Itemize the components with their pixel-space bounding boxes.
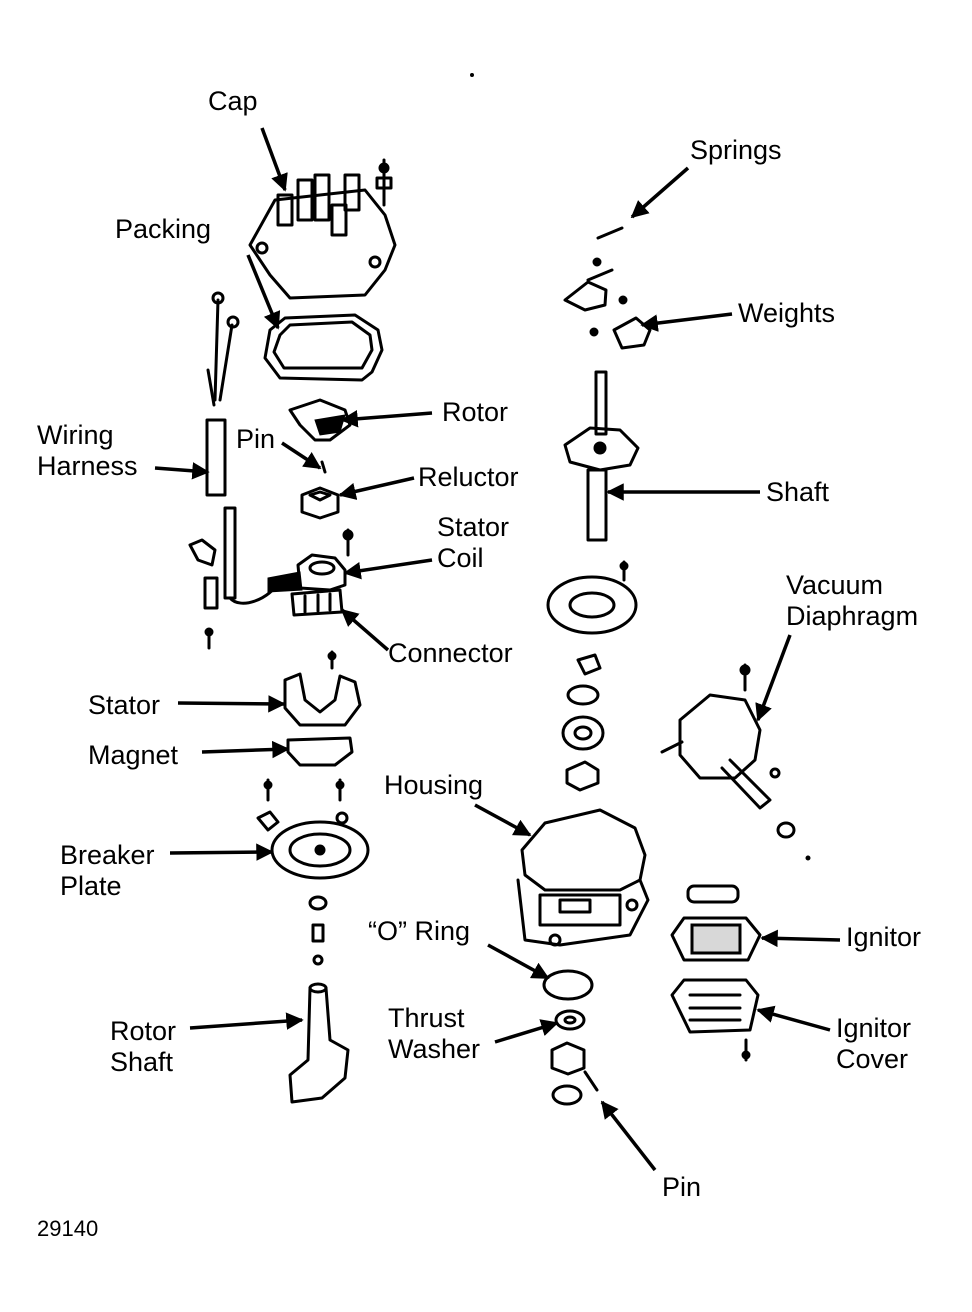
label-shaft: Shaft	[766, 477, 830, 507]
label-springs: Springs	[690, 135, 782, 165]
label-thrust-washer-line2: Washer	[388, 1034, 481, 1064]
label-rotor-shaft-line2: Shaft	[110, 1047, 174, 1077]
label-reluctor: Reluctor	[418, 462, 519, 492]
label-packing: Packing	[115, 214, 212, 244]
label-weights: Weights	[738, 298, 836, 328]
thrust-washer-part	[554, 1009, 586, 1031]
figure-number: 29140	[37, 1216, 99, 1241]
label-connector: Connector	[388, 638, 513, 668]
label-ignitor: Ignitor	[846, 922, 922, 952]
label-pin-top: Pin	[236, 424, 276, 454]
label-vacuum-diaphragm-line2: Diaphragm	[786, 601, 919, 631]
label-wiring-harness-line2: Harness	[37, 451, 138, 481]
o-ring-part	[542, 969, 594, 1001]
ignitor-cover-part	[670, 978, 760, 1062]
rotor-shaft-part	[288, 982, 350, 1104]
label-stator-coil-line1: Stator	[437, 512, 510, 542]
weights-part	[563, 257, 652, 350]
label-stator: Stator	[88, 690, 161, 720]
label-rotor: Rotor	[442, 397, 509, 427]
stator-part	[283, 650, 362, 727]
label-vacuum-diaphragm-line1: Vacuum	[786, 570, 884, 600]
label-wiring-harness-line1: Wiring	[37, 420, 114, 450]
label-thrust-washer-line1: Thrust	[388, 1003, 465, 1033]
label-rotor-shaft-line1: Rotor	[110, 1016, 177, 1046]
pin-bottom-part	[583, 1070, 599, 1092]
label-housing: Housing	[384, 770, 484, 800]
label-ignitor-cover-line2: Cover	[836, 1044, 909, 1074]
springs-part	[586, 226, 624, 282]
bearing-stack-part	[561, 653, 605, 792]
pin-top-part	[320, 460, 327, 474]
reluctor-part	[300, 486, 340, 520]
rotor-part	[288, 398, 352, 442]
vacuum-diaphragm-part	[660, 663, 796, 839]
stator-coil-part	[267, 528, 354, 593]
packing-part	[263, 313, 384, 382]
spacer-parts	[308, 895, 328, 966]
cam-plate-part	[546, 560, 638, 635]
housing-part	[516, 808, 650, 947]
ignitor-part	[670, 884, 762, 962]
shaft-part	[563, 370, 640, 542]
label-magnet: Magnet	[88, 740, 179, 770]
label-cap: Cap	[208, 86, 258, 116]
breaker-plate-part	[256, 778, 370, 880]
label-breaker-plate-line2: Plate	[60, 871, 122, 901]
label-stator-coil-line2: Coil	[437, 543, 484, 573]
callout-arrows	[154, 127, 841, 1172]
magnet-part	[286, 736, 354, 767]
label-pin-bottom: Pin	[662, 1172, 702, 1202]
coupling-part	[550, 1041, 586, 1106]
connector-part	[290, 588, 344, 617]
label-o-ring: “O” Ring	[368, 916, 471, 946]
label-ignitor-cover-line1: Ignitor	[836, 1013, 912, 1043]
cap-part	[248, 158, 397, 300]
label-breaker-plate-line1: Breaker	[60, 840, 155, 870]
